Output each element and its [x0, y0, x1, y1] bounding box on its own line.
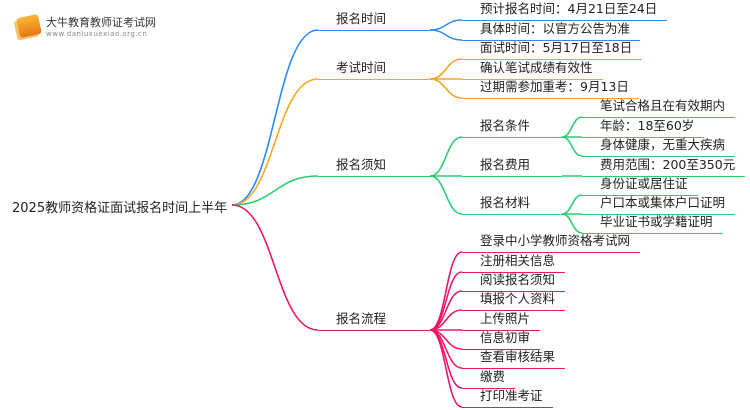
leaf-node: 毕业证书或学籍证明 [582, 214, 723, 234]
child-link [429, 251, 463, 331]
branch-node: 报名须知 [318, 157, 430, 177]
branch-node: 考试时间 [318, 60, 430, 80]
child-link [429, 78, 463, 99]
leaf-node: 上传照片 [462, 311, 541, 331]
leaf-node: 身份证或居住证 [582, 176, 698, 196]
child-link [429, 175, 463, 215]
sub-branch-node: 报名材料 [462, 195, 562, 215]
logo-title: 大牛教育教师证考试网 [46, 16, 156, 29]
leaf-node: 信息初审 [462, 330, 541, 350]
leaf-node: 年龄：18至60岁 [582, 118, 705, 138]
leaf-node: 过期需参加重考：9月13日 [462, 79, 639, 99]
branch-node: 报名流程 [318, 311, 430, 331]
leaf-node: 面试时间：5月17日至18日 [462, 40, 643, 60]
child-link [429, 19, 463, 31]
branch-link [231, 29, 319, 206]
leaf-node: 身体健康，无重大疾病 [582, 137, 736, 157]
leaf-link [561, 194, 583, 215]
leaf-link [561, 116, 583, 138]
leaf-node: 户口本或集体户口证明 [582, 195, 736, 215]
branch-link [231, 175, 319, 206]
child-link [429, 329, 463, 408]
sub-branch-node: 报名费用 [462, 157, 562, 177]
leaf-node: 费用范围：200至350元 [582, 157, 746, 177]
leaf-node: 笔试合格且在有效期内 [582, 98, 736, 118]
child-link [429, 136, 463, 177]
leaf-node: 缴费 [462, 369, 516, 389]
leaf-link [561, 213, 583, 234]
leaf-node: 阅读报名须知 [462, 272, 566, 292]
leaf-node: 具体时间：以官方公告为准 [462, 21, 641, 41]
leaf-node: 注册相关信息 [462, 253, 566, 273]
sub-branch-node: 报名条件 [462, 118, 562, 138]
child-link [429, 29, 463, 41]
branch-node: 报名时间 [318, 11, 430, 31]
branch-link [231, 204, 319, 331]
leaf-link [561, 136, 583, 157]
leaf-node: 登录中小学教师资格考试网 [462, 233, 641, 253]
leaf-node: 打印准考证 [462, 388, 553, 408]
leaf-node: 填报个人资料 [462, 291, 566, 311]
child-link [429, 58, 463, 80]
site-logo: 大牛教育教师证考试网 www.daniuxuexiao.org.cn [16, 13, 156, 39]
root-node: 2025教师资格证面试报名时间上半年 [12, 201, 228, 216]
leaf-node: 预计报名时间：4月21日至24日 [462, 1, 668, 21]
branch-link [231, 78, 319, 206]
logo-url: www.daniuxuexiao.org.cn [46, 30, 148, 38]
leaf-node: 查看审核结果 [462, 349, 566, 369]
child-link [429, 271, 463, 331]
leaf-node: 确认笔试成绩有效性 [462, 60, 603, 80]
